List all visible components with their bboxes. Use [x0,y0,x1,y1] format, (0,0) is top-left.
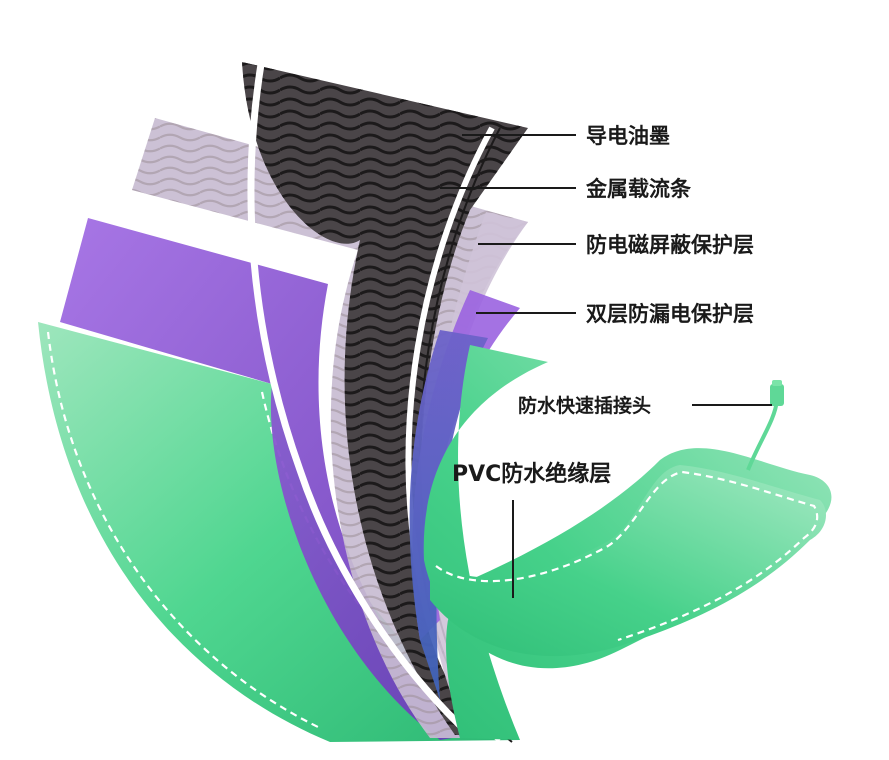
label-waterproof-connector: 防水快速插接头 [518,394,651,417]
labels: 导电油墨 金属载流条 防电磁屏蔽保护层 双层防漏电保护层 防水快速插接头 PVC… [452,124,754,487]
pvc-right-flap [423,345,832,740]
label-emi-shield: 防电磁屏蔽保护层 [586,233,754,257]
label-conductive-ink: 导电油墨 [586,124,670,148]
leader-lines [440,134,772,598]
stitch-border-icon [435,470,819,642]
stitch-border-icon [46,331,321,729]
label-leak-protection: 双层防漏电保护层 [586,302,754,326]
connector-plug-icon [746,380,784,471]
label-pvc-insulation: PVC防水绝缘层 [452,461,611,487]
leak-protection-right [409,290,520,700]
label-metal-strip: 金属载流条 [585,177,692,201]
